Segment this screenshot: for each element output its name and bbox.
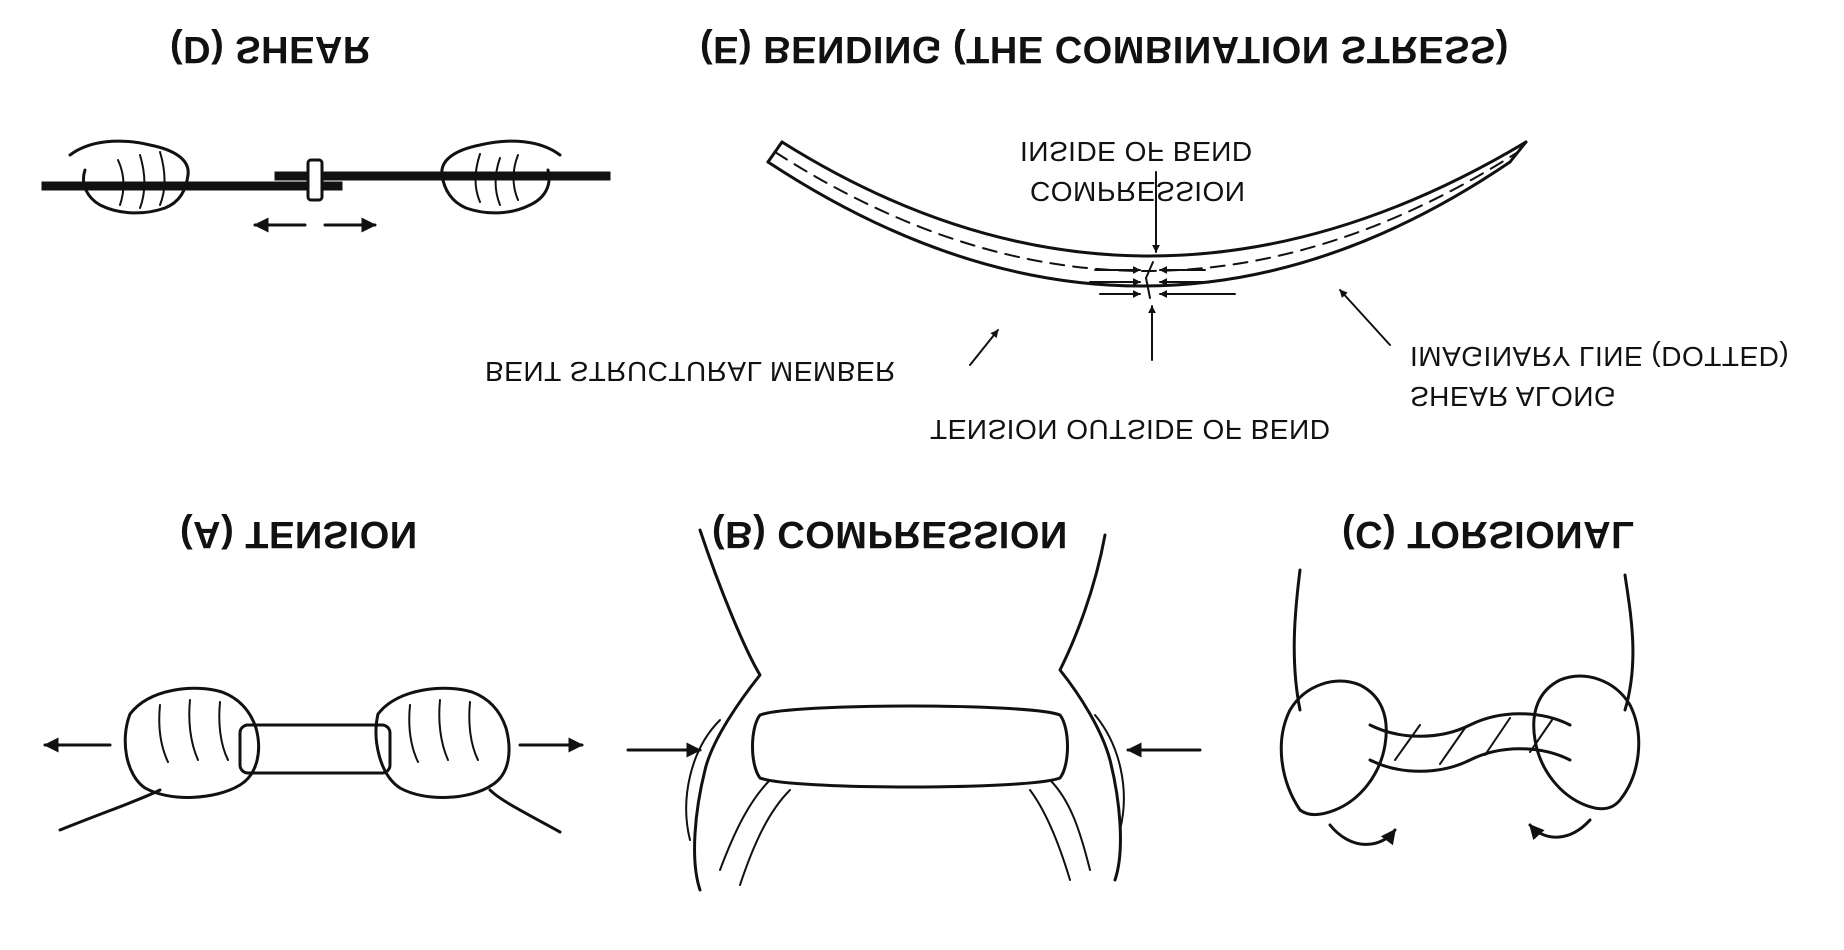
torsion-rod-top	[1368, 747, 1572, 773]
tension-left-knuckles	[158, 699, 229, 763]
label-bent-structural-member: BENT STRUCTURAL MEMBER	[485, 356, 896, 387]
shear-bar-left	[41, 181, 343, 191]
label-tension-outside-of-bend: TENSION OUTSIDE OF BEND	[930, 414, 1331, 445]
label-inside-of-bend: INSIDE OF BEND	[1020, 136, 1253, 167]
torsion-right-hand	[1532, 674, 1641, 811]
tension-bar	[238, 723, 392, 775]
panel-title-torsional: (C) TORSIONAL	[1342, 513, 1635, 555]
tension-right-knuckles	[408, 699, 479, 763]
imaginary-line-leader	[1339, 289, 1391, 346]
tension-right-fist	[374, 686, 511, 799]
bend-centre-split	[1145, 261, 1154, 299]
torsion-arrow-right	[1528, 818, 1592, 841]
shear-right-fingers	[474, 153, 519, 206]
panel-title-compression: (B) COMPRESSION	[712, 513, 1068, 555]
compression-left-hand-outline	[693, 528, 762, 892]
torsion-rod-twists	[1394, 717, 1553, 765]
bent-member-outer-edge	[766, 160, 1512, 288]
panel-title-bending: (E) BENDING (THE COMBINATION STRESS)	[700, 28, 1509, 70]
tension-left-wrist	[58, 788, 162, 832]
bending-illustration	[766, 140, 1528, 366]
compression-right-hand-outline	[1058, 533, 1122, 882]
torsional-illustration	[1279, 568, 1641, 846]
label-compression: COMPRESSION	[1030, 176, 1246, 207]
label-shear-along: SHEAR ALONG	[1410, 381, 1617, 412]
tension-left-fist	[123, 686, 261, 799]
member-leader	[969, 329, 999, 366]
compression-illustration	[626, 528, 1202, 892]
compression-right-fingers	[1029, 714, 1125, 881]
shear-right-hand	[440, 139, 562, 215]
panel-title-tension: (A) TENSION	[180, 513, 418, 555]
torsion-left-hand	[1279, 679, 1388, 816]
shear-left-fingers	[117, 151, 166, 209]
label-imaginary-line: IMAGINARY LINE (DOTTED)	[1410, 341, 1790, 372]
tension-illustration	[43, 686, 584, 834]
panel-title-shear: (D) SHEAR	[170, 28, 371, 70]
tension-right-wrist	[488, 788, 562, 834]
compression-bar	[751, 704, 1069, 789]
torsion-left-wrist	[1292, 568, 1302, 712]
bent-member-inner-edge	[780, 140, 1528, 258]
shear-left-hand	[68, 139, 190, 215]
compression-left-fingers	[685, 719, 791, 886]
imaginary-dotted-line	[774, 151, 1519, 272]
shear-rivet	[306, 158, 324, 202]
shear-illustration	[41, 139, 611, 233]
torsion-arrow-left	[1328, 823, 1397, 846]
torsion-rod-bottom	[1368, 712, 1572, 738]
torsion-right-wrist	[1623, 573, 1635, 712]
